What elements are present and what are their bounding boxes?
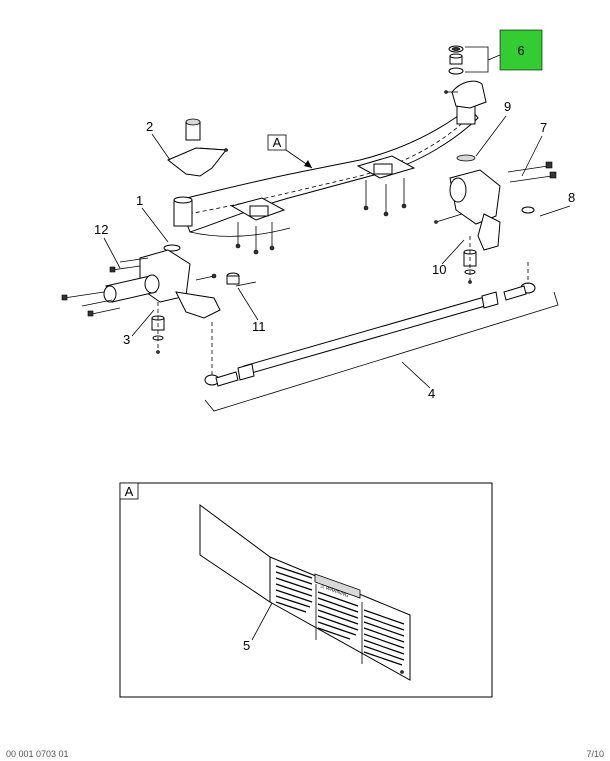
callout-10: 10: [432, 262, 446, 277]
callout-3: 3: [123, 332, 130, 347]
callout-8: 8: [568, 190, 575, 205]
left-knuckle[interactable]: [61, 244, 221, 354]
callout-6-bracket: [465, 46, 501, 73]
left-knuckle-upper-arm[interactable]: [167, 118, 229, 177]
right-knuckle[interactable]: [434, 154, 557, 284]
svg-text:A: A: [273, 135, 282, 150]
detail-view-a: A ⚠ WARNING 5: [119, 482, 493, 698]
warning-decal[interactable]: ⚠ WARNING: [199, 504, 411, 681]
tie-rod-assembly[interactable]: [204, 262, 536, 387]
front-axle-beam[interactable]: [173, 94, 479, 255]
footer-right: 7/10: [586, 749, 604, 759]
callout-6: 6: [517, 43, 524, 58]
kingpin-cap-part[interactable]: [448, 45, 464, 75]
callout-6-box[interactable]: [499, 29, 543, 71]
callout-9: 9: [504, 99, 511, 114]
callout-6-highlight[interactable]: 6: [499, 29, 543, 71]
callout-5: 5: [243, 638, 250, 653]
callout-labels: 1 2 12 3 11 4 9 7 8 10: [94, 99, 575, 401]
footer-left: 00 001 0703 01: [6, 749, 69, 759]
callout-2: 2: [146, 119, 153, 134]
right-upper-arm[interactable]: [444, 80, 487, 109]
callout-7: 7: [540, 120, 547, 135]
detail-view-label: A: [125, 484, 134, 499]
left-tie-rod-arm-nut[interactable]: [226, 272, 257, 287]
view-a-marker: A: [267, 134, 313, 169]
callout-11: 11: [252, 319, 266, 334]
callout-1: 1: [136, 193, 143, 208]
callout-4: 4: [428, 386, 435, 401]
tie-rod-bracket: [204, 291, 559, 412]
callout-12: 12: [94, 222, 108, 237]
